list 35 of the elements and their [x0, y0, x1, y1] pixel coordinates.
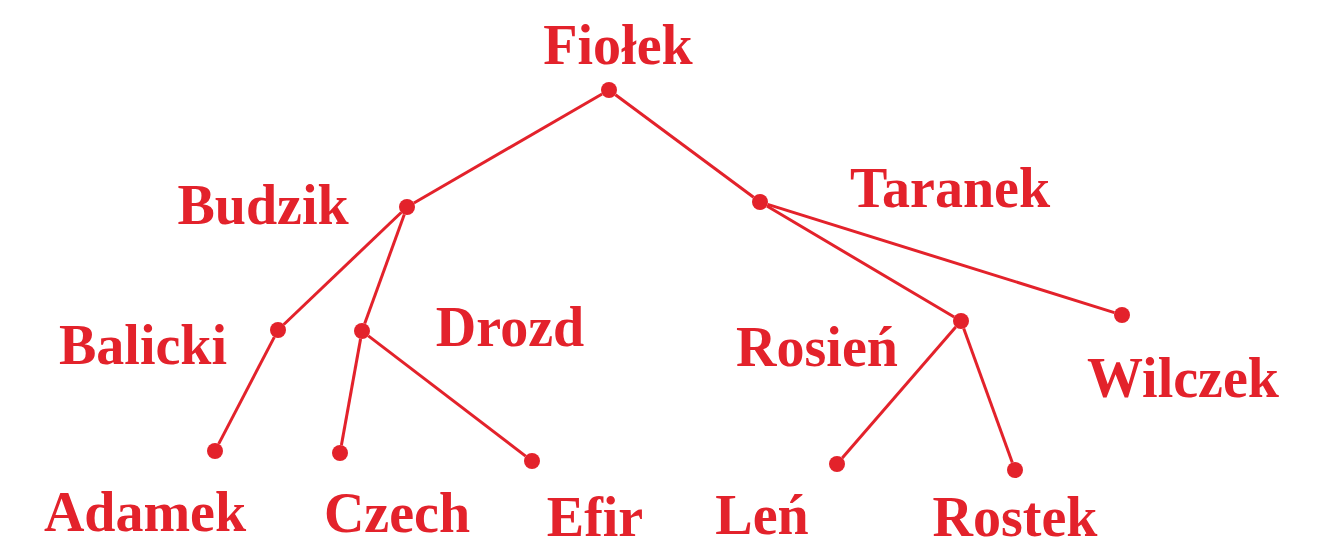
connector-line: [363, 214, 406, 324]
name-label: Fiołek: [543, 17, 693, 73]
dot: [1114, 307, 1130, 323]
dot: [354, 323, 370, 339]
connector-line: [217, 336, 276, 445]
name-label: Wilczek: [1087, 350, 1279, 406]
name-label: Rosień: [736, 319, 898, 375]
connector-line: [367, 334, 527, 458]
dot: [399, 199, 415, 215]
connector-line: [413, 92, 603, 205]
connector-line: [962, 328, 1014, 463]
name-label: Leń: [715, 487, 809, 542]
connector-line: [339, 338, 363, 446]
dot: [332, 445, 348, 461]
dot: [829, 456, 845, 472]
name-label: Taranek: [849, 160, 1051, 216]
name-label: Drozd: [435, 299, 585, 355]
dot: [524, 453, 540, 469]
dot: [953, 313, 969, 329]
name-label: Czech: [323, 485, 471, 541]
name-label: Rostek: [932, 489, 1098, 542]
name-label: Adamek: [43, 484, 247, 540]
dot: [752, 194, 768, 210]
name-label: Efir: [546, 489, 644, 542]
dot: [270, 322, 286, 338]
connector-line: [766, 204, 955, 319]
name-label: Budzik: [177, 177, 349, 233]
connector-line: [841, 326, 957, 459]
connector-line: [767, 202, 1115, 315]
dot: [207, 443, 223, 459]
name-label: Balicki: [59, 317, 227, 373]
dot: [601, 82, 617, 98]
dot: [1007, 462, 1023, 478]
connector-line: [282, 211, 403, 326]
connector-line: [614, 93, 755, 199]
